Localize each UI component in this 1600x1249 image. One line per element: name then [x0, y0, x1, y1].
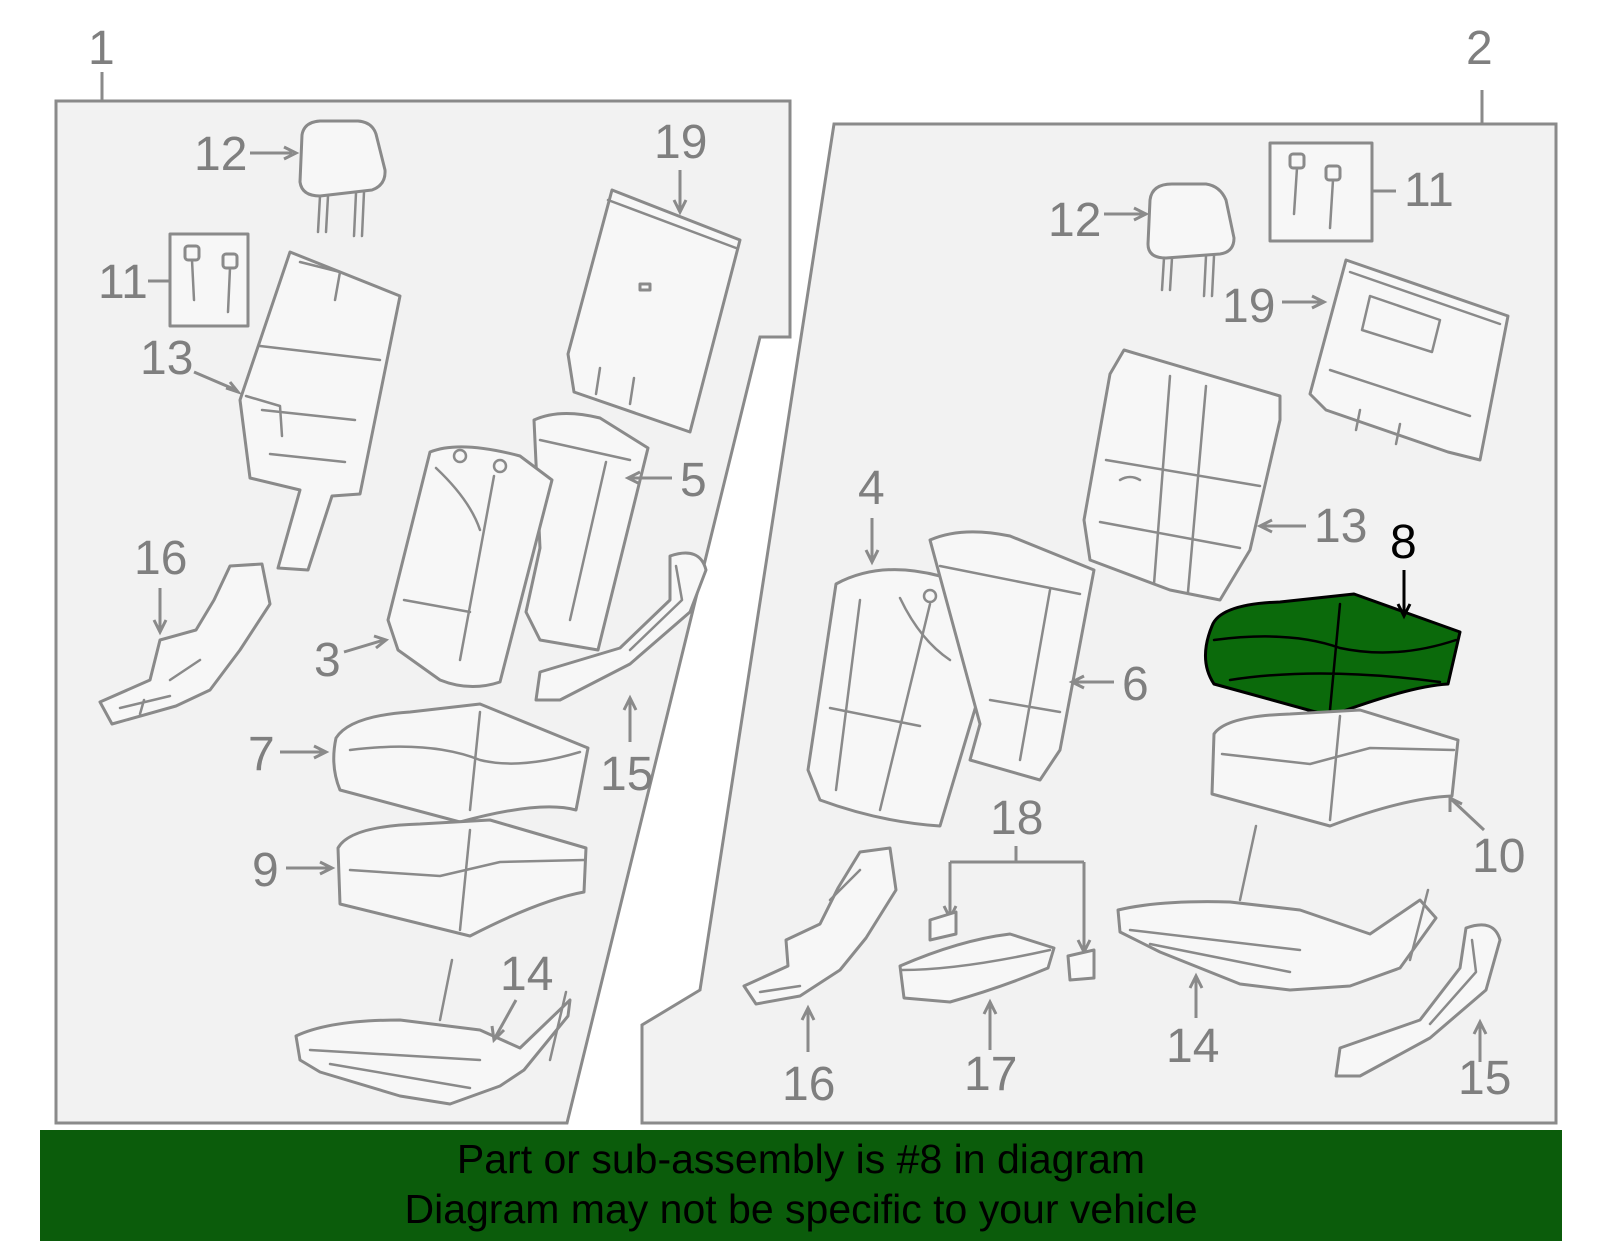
right-bracket-part-16	[742, 846, 898, 1006]
callout-right-19: 19	[1222, 280, 1275, 333]
callout-right-8-highlighted: 8	[1390, 516, 1417, 569]
banner-line-part-info: Part or sub-assembly is #8 in diagram	[456, 1136, 1146, 1182]
callout-assembly-2: 2	[1466, 22, 1493, 75]
right-armrest-part-17	[898, 932, 1056, 1004]
left-back-panel-part-19	[566, 188, 742, 434]
callout-right-14: 14	[1166, 1020, 1219, 1073]
callout-left-19: 19	[654, 116, 707, 169]
left-seat-frame-part-14	[294, 958, 572, 1106]
right-side-trim-part-15	[1334, 923, 1502, 1078]
callout-right-12: 12	[1048, 194, 1101, 247]
callout-left-7: 7	[248, 728, 275, 781]
callout-right-15: 15	[1458, 1052, 1511, 1105]
right-headrest-part-12	[1146, 182, 1236, 298]
left-headrest-part-12	[298, 119, 387, 238]
right-bracket-clips-part-18	[928, 910, 1096, 982]
right-seatback-trim-part-6	[928, 530, 1096, 782]
banner-line-disclaimer: Diagram may not be specific to your vehi…	[404, 1186, 1198, 1232]
right-cushion-pad-part-10	[1210, 708, 1460, 828]
callout-right-17: 17	[964, 1048, 1017, 1101]
left-bolt-icons	[183, 244, 239, 314]
callout-right-13: 13	[1314, 500, 1367, 553]
callout-right-10: 10	[1472, 830, 1525, 883]
left-seat-cushion-part-7	[332, 702, 590, 824]
callout-left-3: 3	[314, 634, 341, 687]
callout-left-9: 9	[252, 844, 279, 897]
right-bolt-icons	[1288, 152, 1342, 230]
callout-right-16: 16	[782, 1058, 835, 1111]
left-cushion-pad-part-9	[336, 818, 588, 938]
left-seatback-cushion-part-3	[386, 445, 554, 688]
leader-right-18	[948, 846, 1086, 950]
left-bracket-part-16	[98, 562, 272, 726]
callout-left-13: 13	[140, 332, 193, 385]
right-seat-frame-part-14	[1116, 824, 1438, 992]
left-seatback-frame-part-13	[238, 250, 402, 572]
callout-right-11: 11	[1404, 164, 1454, 217]
callout-left-15: 15	[600, 748, 653, 801]
callout-left-16: 16	[134, 532, 187, 585]
callout-left-11: 11	[98, 256, 148, 309]
callout-right-6: 6	[1122, 658, 1149, 711]
highlighted-seat-cushion-part-8	[1204, 592, 1462, 718]
right-back-panel-part-19	[1308, 258, 1510, 462]
callout-left-5: 5	[680, 454, 707, 507]
callout-right-18: 18	[990, 792, 1043, 845]
info-banner: Part or sub-assembly is #8 in diagram Di…	[40, 1130, 1562, 1241]
left-seatback-trim-part-5	[524, 411, 650, 652]
callout-left-12: 12	[194, 128, 247, 181]
callout-assembly-1: 1	[88, 22, 115, 75]
callout-right-4: 4	[858, 462, 885, 515]
right-seatback-frame-part-13	[1082, 348, 1282, 602]
part-8-shape	[1204, 592, 1462, 718]
left-side-trim-part-15	[534, 551, 708, 702]
callout-left-14: 14	[500, 948, 553, 1001]
left-bolts-box-part-11	[168, 232, 250, 328]
right-bolts-box-part-11	[1268, 141, 1374, 243]
